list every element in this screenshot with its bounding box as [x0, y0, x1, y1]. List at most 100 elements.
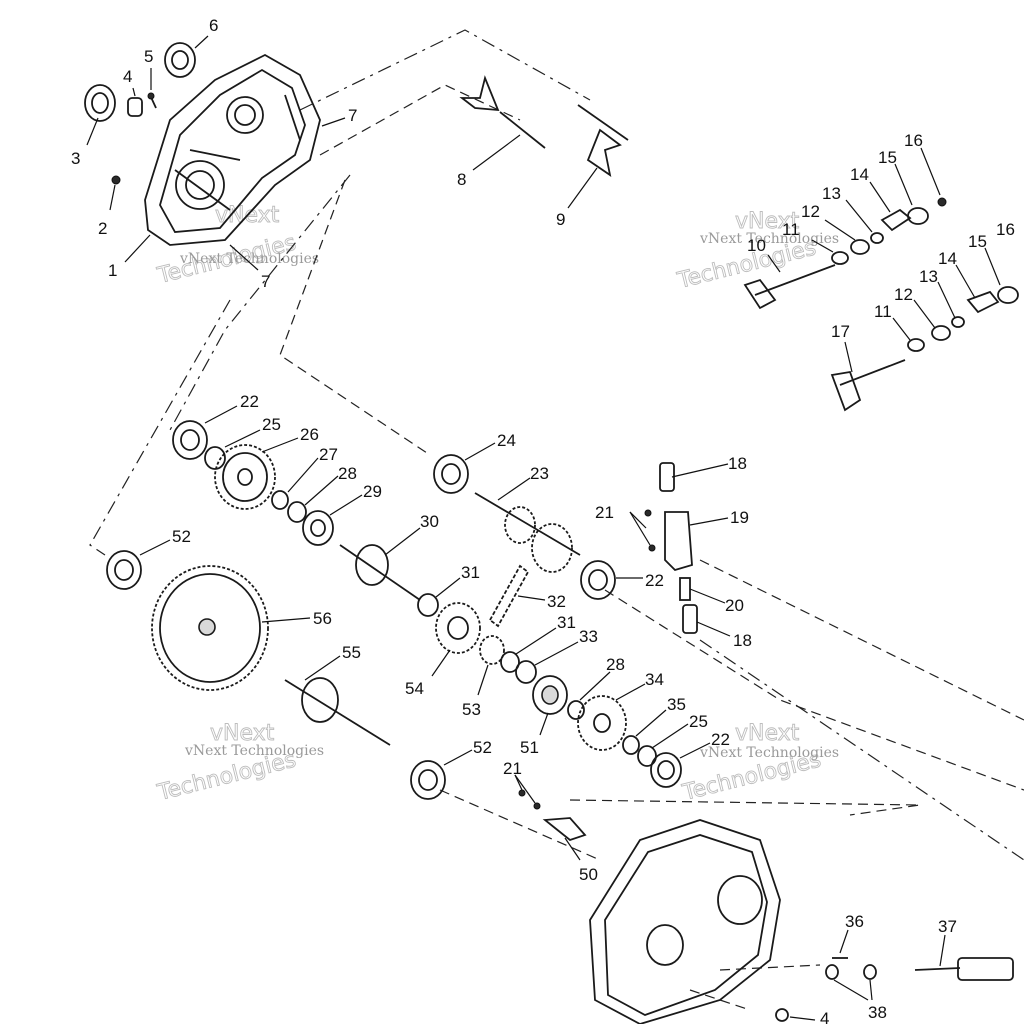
- washer-set-lower: [907, 286, 1019, 352]
- shaft-23: [474, 492, 581, 573]
- callout-53: 53: [462, 700, 481, 719]
- bearing-52-upper: [106, 550, 142, 590]
- callout-4-lower: 4: [820, 1009, 829, 1024]
- callout-1: 1: [108, 261, 117, 280]
- callout-21-lower: 21: [503, 759, 522, 778]
- callout-14: 14: [850, 165, 869, 184]
- sprocket-54: [435, 602, 481, 654]
- washer-28-upper: [287, 501, 307, 523]
- callout-15: 15: [878, 148, 897, 167]
- lower-case: [589, 819, 781, 1024]
- watermark-bottom-left: vNext Technologies vNext Technologies: [154, 721, 324, 807]
- callout-17: 17: [831, 322, 850, 341]
- collar-29: [302, 510, 334, 546]
- callout-26: 26: [300, 425, 319, 444]
- callout-28: 28: [338, 464, 357, 483]
- watermark-small: vNext Technologies: [699, 745, 839, 761]
- watermark-top-left: vNext Technologies vNext Technologies: [154, 203, 319, 290]
- upper-case-cover: [144, 53, 321, 246]
- seal-6: [164, 42, 196, 78]
- dog-clutch-51: [532, 675, 568, 715]
- callout-52-lower: 52: [473, 738, 492, 757]
- washer-33: [515, 660, 537, 684]
- callout-37: 37: [938, 917, 957, 936]
- callout-7-lower: 7: [261, 272, 270, 291]
- callout-22: 22: [240, 392, 259, 411]
- spring-20: [679, 577, 691, 601]
- washer-25-lower: [637, 745, 657, 767]
- watermark-line1: vNext: [735, 721, 800, 746]
- callout-11: 11: [782, 220, 800, 239]
- callout-34: 34: [645, 670, 664, 689]
- bearing-22-upper: [172, 420, 208, 460]
- callout-24: 24: [497, 431, 516, 450]
- callout-21: 21: [595, 503, 614, 522]
- callout-7: 7: [348, 106, 357, 125]
- assembly-guide-lines: [89, 29, 1024, 1011]
- callout-22-lower: 22: [711, 730, 730, 749]
- ring-31-upper: [417, 593, 439, 617]
- callout-6: 6: [209, 16, 218, 35]
- shift-arm-50: [542, 817, 587, 842]
- shaft-30: [339, 544, 421, 601]
- detent-plunger-18-top: [659, 462, 675, 492]
- watermark-line1: vNext: [735, 209, 800, 234]
- shift-shaft-17: [830, 359, 906, 412]
- bolt-5: [147, 92, 157, 109]
- bearing-22-lower: [650, 752, 682, 788]
- callout-4: 4: [123, 67, 132, 86]
- callout-33: 33: [579, 627, 598, 646]
- callout-12: 12: [801, 202, 820, 221]
- shift-fork-9: [577, 104, 629, 177]
- callout-51: 51: [520, 738, 539, 757]
- callout-12-lower: 12: [894, 285, 913, 304]
- callout-35: 35: [667, 695, 686, 714]
- callout-10: 10: [747, 236, 766, 255]
- callout-14-lower: 14: [938, 249, 957, 268]
- callout-25-lower: 25: [689, 712, 708, 731]
- callout-50: 50: [579, 865, 598, 884]
- seal-3: [84, 84, 116, 122]
- washer-set-upper: [831, 197, 947, 265]
- bearing-24: [433, 454, 469, 494]
- callout-13-lower: 13: [919, 267, 938, 286]
- watermark-small: vNext Technologies: [699, 231, 839, 247]
- callout-20: 20: [725, 596, 744, 615]
- callout-28-lower: 28: [606, 655, 625, 674]
- callout-19: 19: [730, 508, 749, 527]
- cable-37: [914, 957, 1014, 981]
- bearing-52-lower: [410, 760, 446, 800]
- ring-31-lower: [500, 651, 520, 673]
- screw-21-lower: [518, 789, 541, 810]
- callout-27: 27: [319, 445, 338, 464]
- callout-11-lower: 11: [874, 302, 892, 321]
- callout-22-mid: 22: [645, 571, 664, 590]
- callout-29: 29: [363, 482, 382, 501]
- callout-23: 23: [530, 464, 549, 483]
- callout-55: 55: [342, 643, 361, 662]
- callout-36: 36: [845, 912, 864, 931]
- shift-shaft-10: [743, 264, 836, 310]
- detent-plunger-18-bottom: [682, 604, 698, 634]
- bearing-22-mid: [580, 560, 616, 600]
- bolt-2: [111, 175, 121, 185]
- callout-32: 32: [547, 592, 566, 611]
- ring-27: [271, 490, 289, 510]
- shift-fork-8: [459, 75, 546, 149]
- callout-25: 25: [262, 415, 281, 434]
- pin-4: [127, 97, 143, 117]
- output-shaft-55: [284, 677, 391, 746]
- watermark-small: vNext Technologies: [179, 251, 319, 267]
- callout-31-lower: 31: [557, 613, 576, 632]
- callout-15-lower: 15: [968, 232, 987, 251]
- bushing-35: [622, 735, 640, 755]
- watermark-line1: vNext: [210, 721, 275, 746]
- callout-9: 9: [556, 210, 565, 229]
- callout-5: 5: [144, 47, 153, 66]
- ring-gear-56: [151, 565, 269, 691]
- watermark-bottom-right: vNext Technologies vNext Technologies: [679, 721, 839, 807]
- detent-housing-19: [664, 511, 693, 572]
- callout-18-bottom: 18: [733, 631, 752, 650]
- callout-16-lower: 16: [996, 220, 1015, 239]
